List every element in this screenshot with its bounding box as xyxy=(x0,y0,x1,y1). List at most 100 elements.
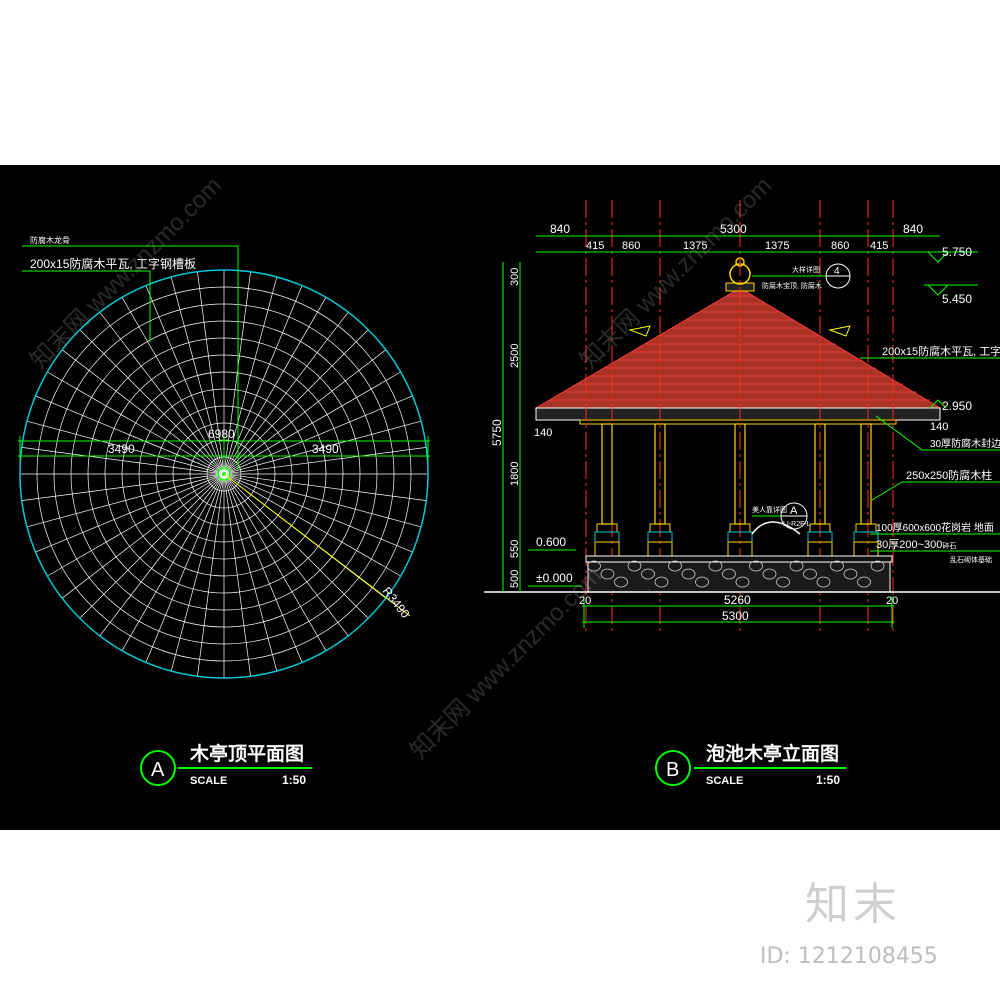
rubble-stone xyxy=(668,560,682,572)
note-beam: 30厚防腐木封边板 xyxy=(930,437,1000,450)
top-seg-3: 1375 xyxy=(683,240,707,252)
column-shaft xyxy=(860,423,872,525)
roof-spoke xyxy=(223,473,401,577)
roof-spoke xyxy=(223,473,278,672)
watermark-logo: 知末 xyxy=(805,879,901,930)
roof-spoke xyxy=(47,371,225,475)
callout-top-sub: 防腐木宝顶, 防腐木 xyxy=(762,281,822,290)
roof-spoke xyxy=(223,297,327,475)
roof-ornament-right xyxy=(828,325,851,337)
leader-small xyxy=(22,245,239,470)
plan-title-marker-letter: A xyxy=(151,759,165,781)
roof-spoke xyxy=(99,311,225,475)
roof-spoke xyxy=(170,473,225,672)
plan-scale-label: SCALE xyxy=(190,775,227,787)
callout-mid-label: 美人靠详图 xyxy=(752,505,787,514)
roof-center-hub xyxy=(217,467,231,481)
top-seg-1: 415 xyxy=(586,240,604,252)
note-beam-leader xyxy=(875,415,1000,451)
roof-spoke xyxy=(223,473,251,677)
roof-spoke xyxy=(223,473,422,528)
note-roof: 200x15防腐木平瓦, 工字钢槽板 xyxy=(882,344,1000,358)
top-seg-2: 860 xyxy=(622,240,640,252)
elevation-view: 5300 840 840 415 860 1375 1375 860 415 5… xyxy=(484,200,1000,787)
rubble-stone xyxy=(776,576,790,588)
level-eave: 2.950 xyxy=(942,399,972,413)
roof-spoke xyxy=(197,271,225,475)
roof-spoke xyxy=(79,473,225,619)
left-dim-500: 500 xyxy=(509,570,521,588)
rubble-stone xyxy=(681,568,696,580)
roof-spoke xyxy=(99,473,225,637)
elevation-scale-label: SCALE xyxy=(706,775,743,787)
roof-spoke xyxy=(26,420,225,475)
foundation xyxy=(587,561,891,593)
eave-offset-right: 140 xyxy=(930,421,948,433)
top-dim-left-overhang: 840 xyxy=(550,222,570,236)
watermark-layer: 知末网 www.znzmo.com 知末网 www.znzmo.com 知末网 … xyxy=(25,172,777,764)
plan-annotation-main: 200x15防腐木平瓦, 工字钢槽板 xyxy=(30,256,196,271)
left-dim-total: 5750 xyxy=(490,419,504,446)
rubble-stone xyxy=(627,560,642,572)
roof-spoke xyxy=(223,311,349,475)
rubble-stone xyxy=(762,568,777,580)
rubble-stone xyxy=(789,560,804,572)
left-dim-300: 300 xyxy=(509,268,521,286)
roof-spoke xyxy=(223,271,251,475)
roof-spoke xyxy=(197,473,225,677)
radius-leader xyxy=(223,473,411,617)
rubble-stone xyxy=(722,568,736,580)
watermark-text: 知末网 www.znzmo.com xyxy=(25,172,227,374)
roof-spoke xyxy=(47,473,225,577)
cad-drawing: 防腐木龙骨 200x15防腐木平瓦, 工字钢槽板 6980 3490 3490 … xyxy=(18,172,1000,787)
level-ground: ±0.000 xyxy=(536,571,573,585)
note-base-a: 100厚600x600花岗岩 地面 xyxy=(876,521,994,534)
roof-outline xyxy=(19,269,429,679)
roof-spoke xyxy=(61,473,225,599)
roof-ornament-left xyxy=(628,325,651,337)
plan-radius: R3490 xyxy=(380,584,413,621)
note-column-leader xyxy=(871,481,1000,501)
rubble-stone xyxy=(749,560,763,572)
roof-spoke xyxy=(121,473,225,651)
level-top: 5.750 xyxy=(942,245,972,259)
plan-dim-total: 6980 xyxy=(208,427,235,441)
elevation-title-marker-letter: B xyxy=(666,759,679,781)
roof-spoke xyxy=(223,473,327,651)
column-shaft xyxy=(601,423,613,525)
roof-spoke xyxy=(223,276,278,475)
image-id: ID: 1212108455 xyxy=(760,944,938,969)
plan-view: 防腐木龙骨 200x15防腐木平瓦, 工字钢槽板 6980 3490 3490 … xyxy=(18,235,430,787)
eave-fascia-inner xyxy=(579,419,897,425)
rubble-stone xyxy=(843,568,858,580)
roof-spoke xyxy=(145,473,225,663)
roof-spoke xyxy=(223,473,427,501)
rubble-stone xyxy=(803,568,817,580)
roof-spoke xyxy=(21,447,225,475)
bottom-total: 5300 xyxy=(722,609,749,623)
rubble-stone xyxy=(735,576,750,588)
top-dim-right-overhang: 840 xyxy=(903,222,923,236)
roof-spoke xyxy=(79,329,225,475)
bench-backrest xyxy=(751,521,801,535)
roof-spoke xyxy=(223,473,413,553)
roof-spoke xyxy=(35,473,225,553)
plan-scale-value: 1:50 xyxy=(282,773,306,787)
plan-annotation-small: 防腐木龙骨 xyxy=(30,235,70,245)
roof-spoke xyxy=(35,395,225,475)
note-base-b: 30厚200~300碎石 xyxy=(876,538,956,551)
left-dim-1800: 1800 xyxy=(509,462,521,486)
bottom-inner: 5260 xyxy=(724,593,751,607)
callout-mid-letter: A xyxy=(790,505,798,517)
rubble-stone xyxy=(587,560,601,572)
rubble-stone xyxy=(870,560,885,572)
left-dim-2500: 2500 xyxy=(509,344,521,368)
plan-dim-left: 3490 xyxy=(108,442,135,456)
elevation-title: 泡池木亭立面图 xyxy=(706,742,839,765)
column-base-top xyxy=(855,523,877,533)
callout-top-label: 大样详图 xyxy=(792,265,820,274)
level-marker-top xyxy=(927,251,949,263)
callout-mid-sub: LI-R2F-L xyxy=(783,521,811,528)
roof-spoke xyxy=(223,329,369,475)
rubble-stone xyxy=(708,560,723,572)
